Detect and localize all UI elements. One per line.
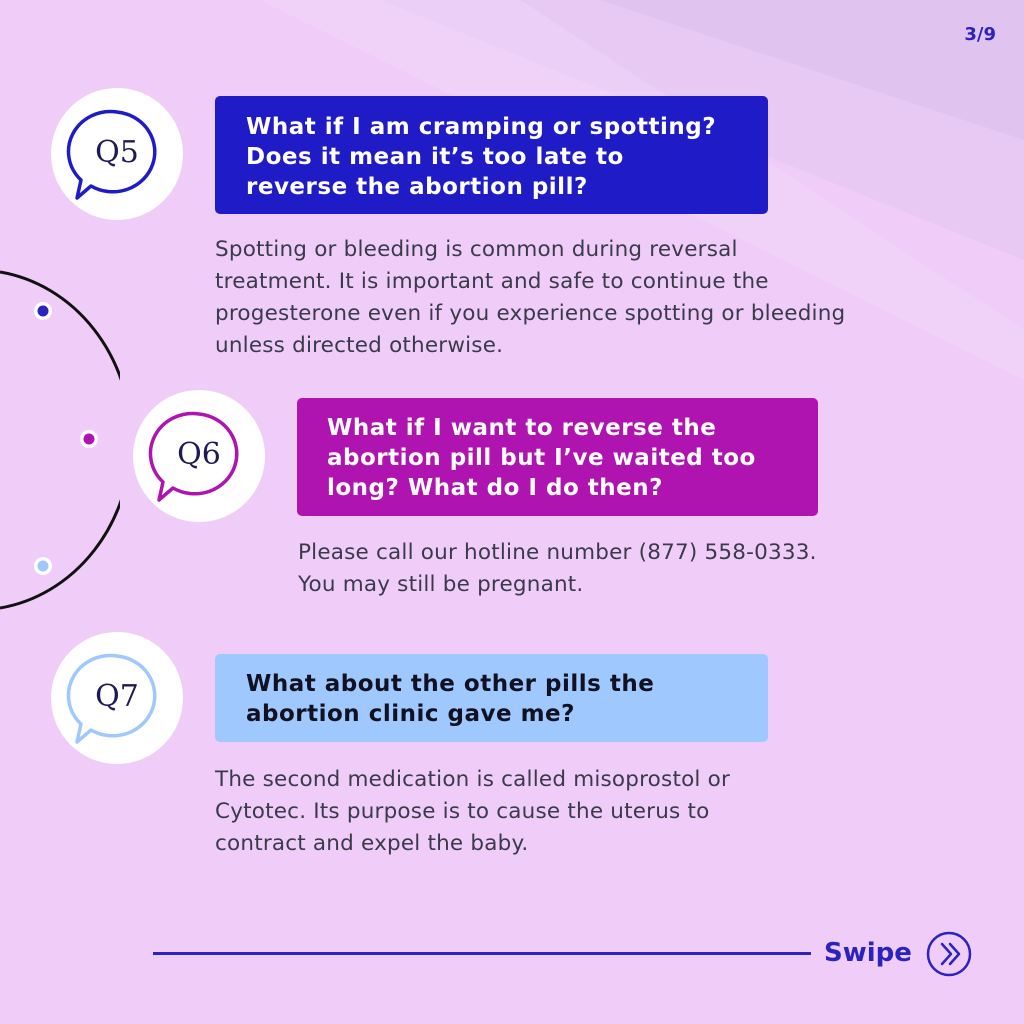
chat-bubble-icon <box>66 109 157 200</box>
q7-answer-line: contract and expel the baby. <box>215 831 529 856</box>
footer-divider <box>153 952 811 955</box>
q7-question-box: What about the other pills the abortion … <box>215 654 768 742</box>
q7-question-line: What about the other pills the <box>246 671 655 697</box>
q7-badge: Q7 <box>51 632 183 764</box>
chat-bubble-icon <box>66 653 157 744</box>
q6-question-line: long? What do I do then? <box>327 475 663 501</box>
q5-question-line: What if I am cramping or spotting? <box>246 114 717 140</box>
q7-question-line: abortion clinic gave me? <box>246 701 575 727</box>
q7-answer: The second medication is called misopros… <box>215 764 730 860</box>
double-chevron-right-icon[interactable] <box>926 931 972 977</box>
q5-question-line: Does it mean it’s too late to <box>246 144 624 170</box>
q5-question-line: reverse the abortion pill? <box>246 174 588 200</box>
q6-answer-line: Please call our hotline number (877) 558… <box>298 540 817 565</box>
q6-answer-line: You may still be pregnant. <box>298 572 584 597</box>
q6-question-box: What if I want to reverse the abortion p… <box>297 398 818 516</box>
q6-badge: Q6 <box>133 390 265 522</box>
q5-answer-line: Spotting or bleeding is common during re… <box>215 237 738 262</box>
q5-badge: Q5 <box>51 88 183 220</box>
q5-question-box: What if I am cramping or spotting? Does … <box>215 96 768 214</box>
q6-label: Q6 <box>177 437 221 472</box>
q5-answer-line: treatment. It is important and safe to c… <box>215 269 769 294</box>
q6-question-line: abortion pill but I’ve waited too <box>327 445 756 471</box>
q5-answer-line: progesterone even if you experience spot… <box>215 301 846 326</box>
q7-answer-line: Cytotec. Its purpose is to cause the ute… <box>215 799 710 824</box>
q5-answer: Spotting or bleeding is common during re… <box>215 234 845 362</box>
swipe-label[interactable]: Swipe <box>824 938 912 968</box>
q7-answer-line: The second medication is called misopros… <box>215 767 731 792</box>
chat-bubble-icon <box>148 411 239 502</box>
q5-answer-line: unless directed otherwise. <box>215 333 504 358</box>
q7-label: Q7 <box>95 679 139 714</box>
q6-answer: Please call our hotline number (877) 558… <box>298 537 817 601</box>
timeline-arc <box>0 270 120 610</box>
q6-question-line: What if I want to reverse the <box>327 415 717 441</box>
page-indicator: 3/9 <box>964 24 996 45</box>
q5-label: Q5 <box>95 135 139 170</box>
